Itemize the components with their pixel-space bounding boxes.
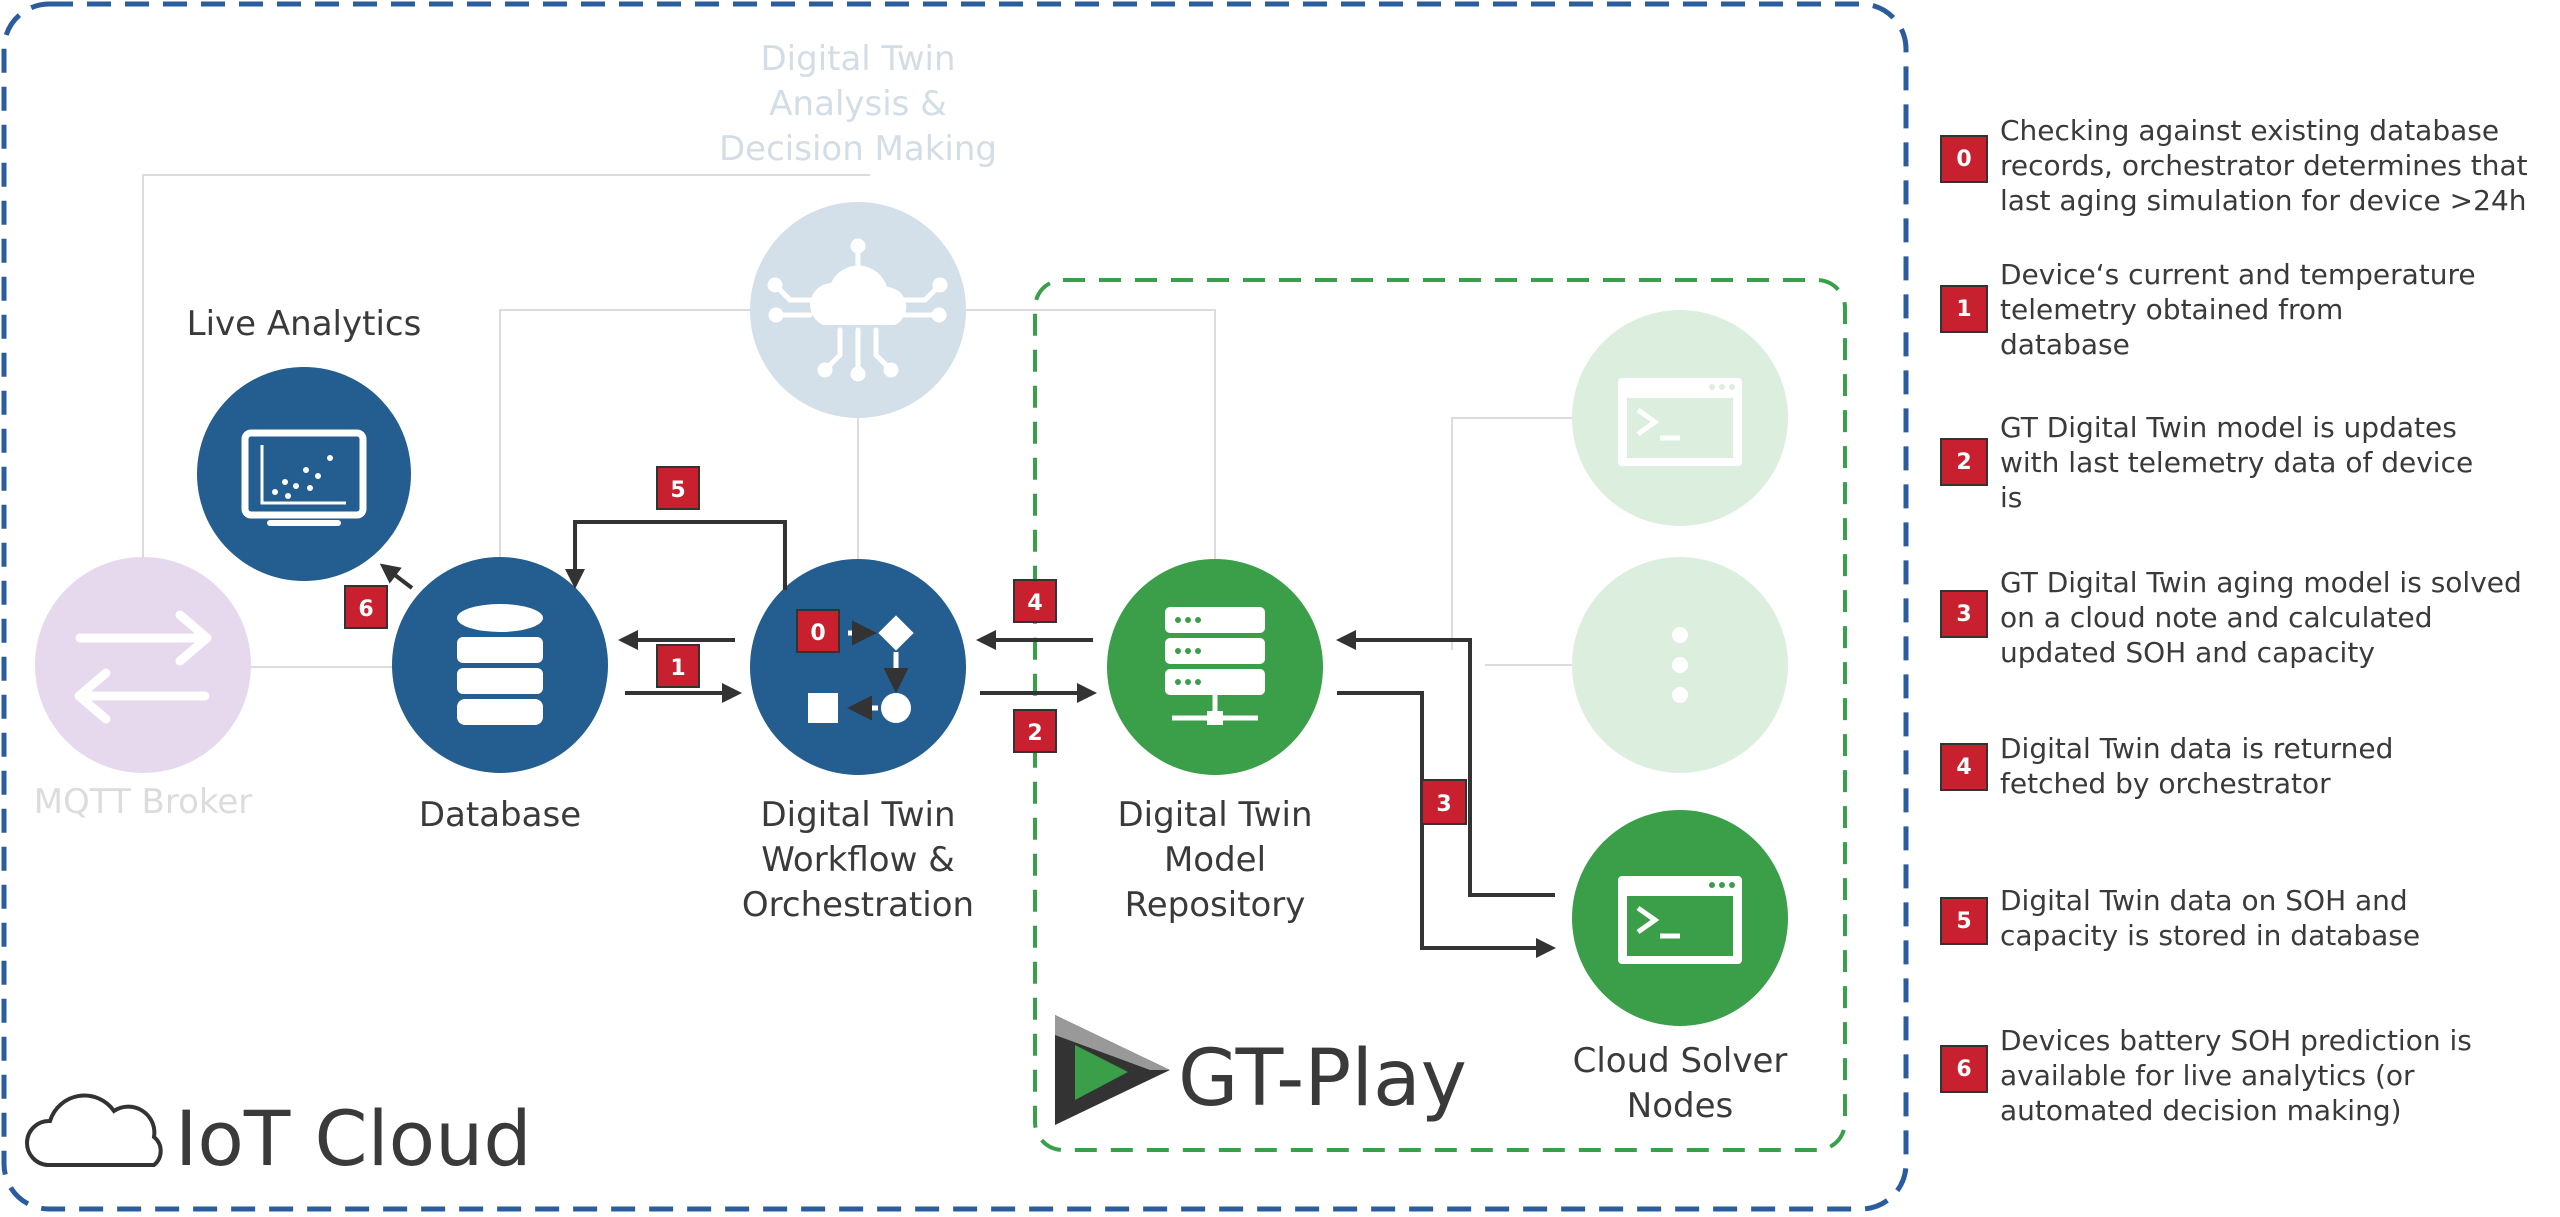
step-badge: 1 [656, 644, 700, 688]
more-dots-icon [1672, 627, 1688, 703]
step-badge: 3 [1421, 779, 1467, 825]
legend-badge: 4 [1940, 743, 1988, 791]
step-badge: 0 [796, 609, 840, 653]
workflow-node [750, 559, 966, 775]
legend-badge: 1 [1940, 285, 1988, 333]
terminal-icon [1618, 378, 1742, 466]
decision-making-label: Digital Twin Analysis & Decision Making [719, 39, 997, 169]
database-label: Database [419, 795, 581, 835]
step-badge: 4 [1013, 579, 1057, 623]
cloud-network-icon [767, 238, 948, 382]
svg-text:1: 1 [670, 656, 685, 681]
svg-text:Analysis &: Analysis & [769, 84, 946, 124]
iot-cloud-region [1, 1, 1909, 1212]
svg-text:Model: Model [1164, 840, 1266, 880]
svg-text:Cloud Solver: Cloud Solver [1573, 1041, 1788, 1081]
model-repository-node [1107, 559, 1323, 775]
legend-badge: 2 [1940, 438, 1988, 486]
swap-arrows-icon [74, 610, 212, 724]
arrow-5 [565, 520, 787, 590]
faint-connections [142, 174, 1580, 668]
model-repository-label: Digital Twin Model Repository [1117, 795, 1312, 925]
svg-text:Nodes: Nodes [1627, 1086, 1733, 1126]
svg-text:Digital Twin: Digital Twin [1117, 795, 1312, 835]
svg-text:0: 0 [810, 621, 825, 646]
database-node [392, 557, 608, 773]
arrow-6 [379, 563, 414, 590]
legend-badge: 6 [1940, 1045, 1988, 1093]
terminal-icon [1618, 876, 1742, 964]
iot-cloud-title: IoT Cloud [175, 1094, 532, 1183]
svg-text:Digital Twin: Digital Twin [760, 795, 955, 835]
svg-text:Orchestration: Orchestration [742, 885, 974, 925]
architecture-diagram: 0 1 2 3 4 5 6 MQTT Broker Live Analytics… [1, 1, 1909, 1212]
svg-text:Decision Making: Decision Making [719, 129, 997, 169]
cloud-outline-icon [25, 1093, 163, 1167]
step-badge: 2 [1013, 709, 1057, 753]
gt-play-logo [1055, 1015, 1170, 1125]
svg-text:2: 2 [1027, 721, 1042, 746]
workflow-label: Digital Twin Workflow & Orchestration [742, 795, 974, 925]
svg-text:Repository: Repository [1125, 885, 1306, 925]
legend-badge: 3 [1940, 590, 1988, 638]
svg-text:4: 4 [1027, 591, 1042, 616]
legend: 0 Checking against existing database rec… [1940, 0, 2560, 1217]
mqtt-broker-label: MQTT Broker [34, 782, 253, 822]
svg-text:Workflow &: Workflow & [761, 840, 954, 880]
step-badge: 6 [344, 585, 388, 629]
arrow-3-return [1336, 630, 1555, 897]
legend-badge: 5 [1940, 897, 1988, 945]
workflow-icon [808, 615, 914, 723]
live-analytics-label: Live Analytics [187, 304, 422, 344]
svg-text:Digital Twin: Digital Twin [760, 39, 955, 79]
live-analytics-node [197, 367, 411, 581]
server-icon [1165, 607, 1265, 725]
flow-arrows [379, 520, 1556, 958]
step-badge: 5 [656, 466, 700, 510]
svg-text:6: 6 [358, 597, 373, 622]
monitor-chart-icon [241, 429, 367, 526]
gt-play-title: GT-Play [1178, 1034, 1467, 1124]
legend-badge: 0 [1940, 135, 1988, 183]
svg-text:5: 5 [670, 478, 685, 503]
svg-text:3: 3 [1436, 792, 1451, 817]
database-icon [457, 604, 543, 725]
mqtt-broker-node [35, 557, 251, 773]
solver-nodes-label: Cloud Solver Nodes [1573, 1041, 1788, 1126]
